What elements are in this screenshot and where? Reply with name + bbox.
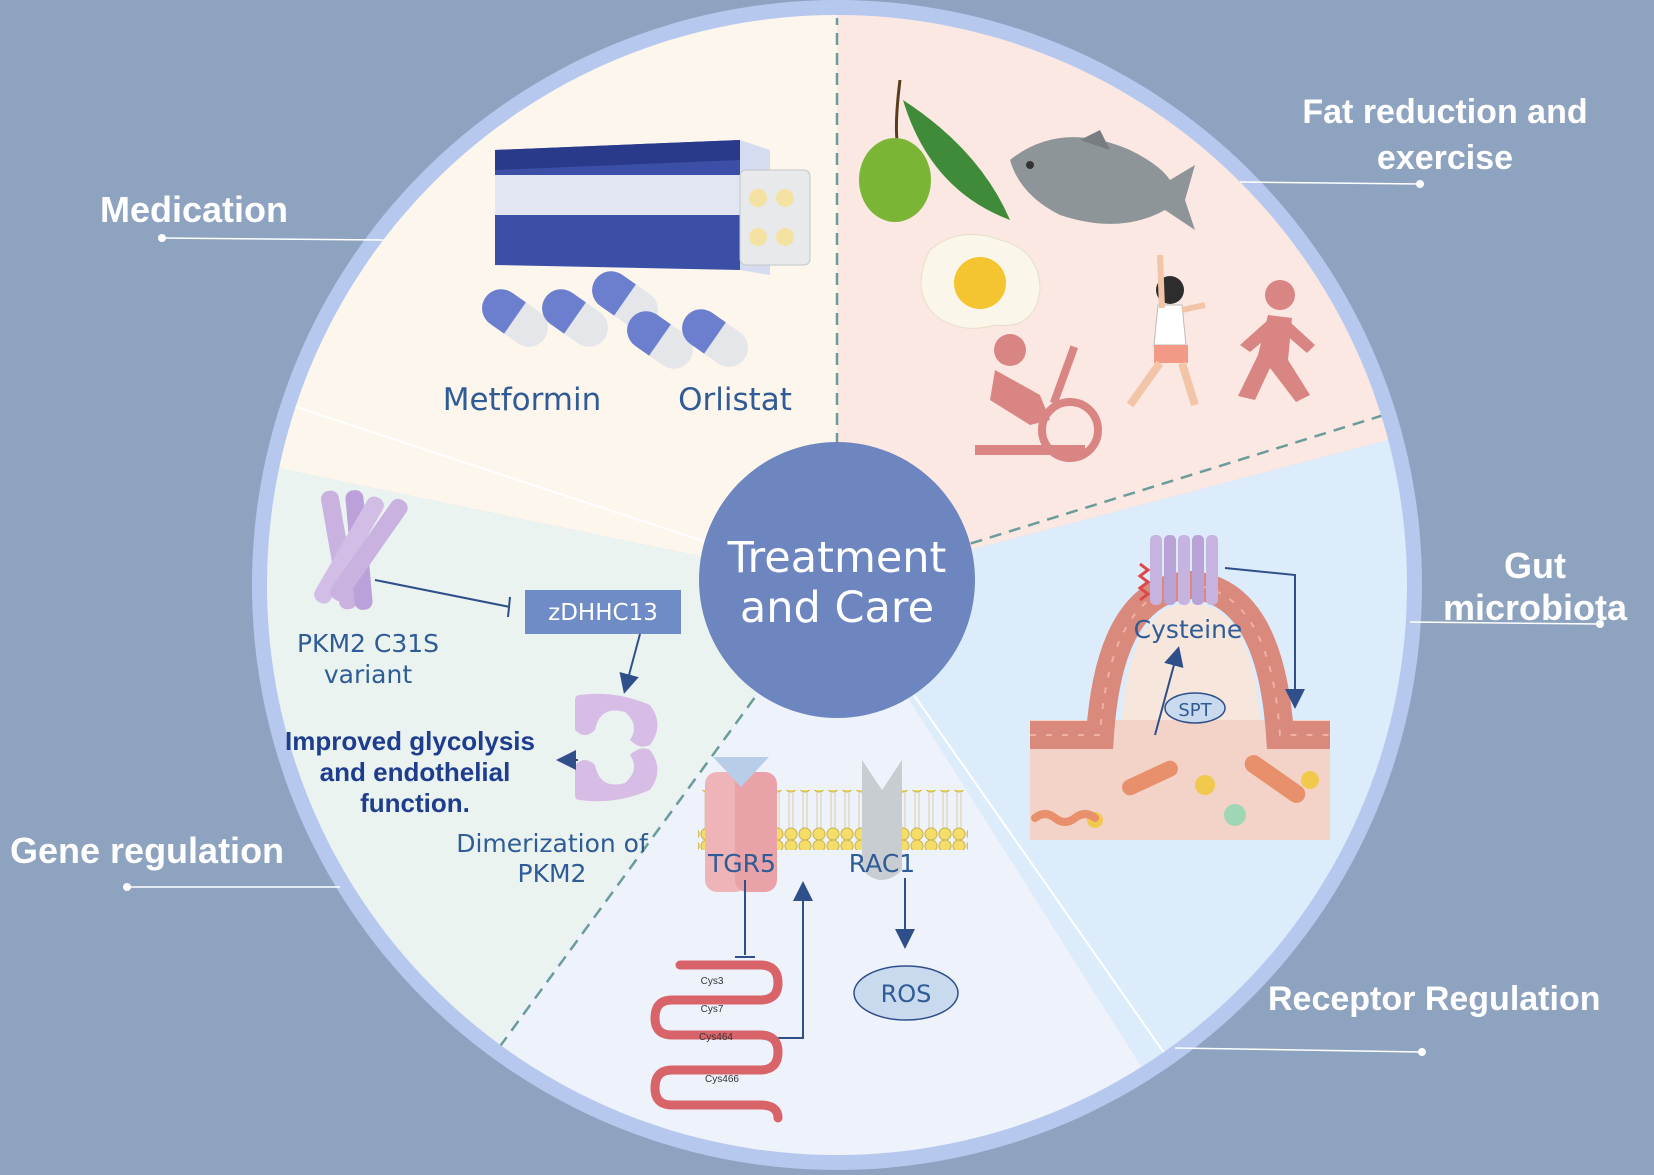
- running-person-icon: [1238, 280, 1315, 402]
- sector-medication: [267, 15, 837, 585]
- arrow-to-cysteine: [1154, 646, 1184, 736]
- exercise-bike-icon: [975, 334, 1102, 462]
- tgr5-receptor-icon: [705, 757, 777, 892]
- center-circle: [699, 442, 975, 718]
- receptor-callout-line: [1174, 1047, 1423, 1053]
- medication-callout-line: [161, 237, 386, 241]
- divider-dashed-right: [836, 408, 1401, 587]
- inhibition-line-gene: [374, 579, 511, 608]
- tgr5-label: TGR5: [707, 849, 776, 878]
- cys-label-1: Cys3: [701, 976, 724, 987]
- gene-callout-dot: [123, 883, 131, 891]
- medication-label: Medication: [100, 189, 288, 230]
- rac1-label: RAC1: [849, 849, 915, 878]
- inhibition-bar-gene: [507, 596, 511, 618]
- divider-dashed-left: [488, 584, 839, 1061]
- cys-label-4: Cys466: [705, 1074, 739, 1085]
- outcome-line2: and endothelial: [320, 757, 511, 787]
- dimer-label-line2: PKM2: [518, 859, 587, 888]
- rac1-icon: [862, 760, 902, 880]
- fat-callout-dot: [1416, 180, 1424, 188]
- outcome-line3: function.: [360, 788, 470, 818]
- variant-label-line2: variant: [324, 660, 413, 689]
- outcome-line1: Improved glycolysis: [285, 726, 535, 756]
- medication-callout-dot: [158, 234, 166, 242]
- fish-icon: [1010, 130, 1195, 230]
- fat-callout-line: [1239, 181, 1421, 185]
- ros-ellipse: [853, 965, 959, 1021]
- center-title-line2: and Care: [740, 583, 934, 633]
- fried-egg-icon: [920, 233, 1041, 329]
- zdhhc13-label: zDHHC13: [548, 600, 658, 626]
- receptor-label: Receptor Regulation: [1268, 980, 1600, 1018]
- gut-label-line2: microbiota: [1443, 587, 1628, 628]
- pkm2-protein-icon: [314, 490, 408, 610]
- capsule-icons: [482, 271, 748, 369]
- medication-box-icon: [495, 140, 811, 275]
- spt-ellipse: [1164, 692, 1226, 724]
- spt-label: SPT: [1178, 700, 1212, 721]
- gut-label-line1: Gut: [1504, 545, 1566, 586]
- olive-icon: [859, 79, 1010, 222]
- cysteine-label: Cysteine: [1134, 615, 1243, 644]
- metformin-label: Metformin: [443, 382, 602, 418]
- arrow-receptor-down: [1224, 567, 1305, 709]
- fat-label-line2: exercise: [1377, 139, 1513, 177]
- variant-label-line1: PKM2 C31S: [297, 629, 439, 658]
- receptor-callout-dot: [1418, 1048, 1426, 1056]
- stretching-woman-icon: [1126, 254, 1206, 408]
- sector-receptor: [400, 585, 1210, 1155]
- cys-label-3: Cys464: [699, 1032, 733, 1043]
- ros-label: ROS: [881, 980, 932, 1008]
- pkm2-dimer-icon: [575, 693, 658, 802]
- gut-callout-dot: [1596, 620, 1604, 628]
- zdhhc13-box: [525, 590, 681, 634]
- cys-label-2: Cys7: [701, 1004, 724, 1015]
- fat-label-line1: Fat reduction and: [1302, 93, 1587, 131]
- dimer-label-line1: Dimerization of: [456, 829, 649, 858]
- gpcr-receptor-icon: [1137, 535, 1218, 605]
- arrow-to-dimer: [619, 633, 641, 694]
- bacteria-icons: [1031, 755, 1319, 828]
- center-title-line1: Treatment: [727, 533, 947, 583]
- gut-callout-line: [1409, 621, 1601, 625]
- gene-label: Gene regulation: [10, 830, 284, 871]
- orlistat-label: Orlistat: [678, 382, 792, 418]
- protein-chain-icon: [650, 960, 783, 1123]
